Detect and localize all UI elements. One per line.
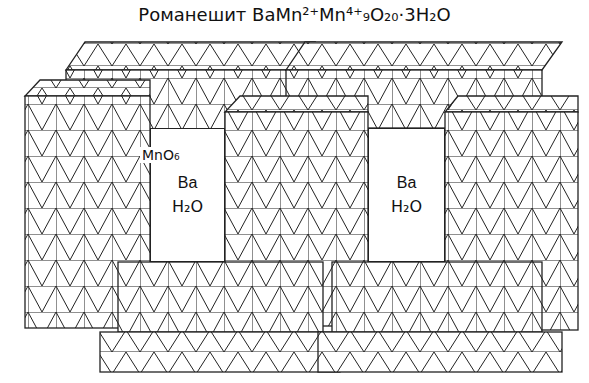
- tunnel-channel: BaH₂O: [368, 128, 445, 262]
- tunnel-content: H₂O: [391, 195, 422, 219]
- tunnel-content: Ba: [178, 171, 198, 195]
- diagram-title: Романешит BaMn²⁺Mn⁴⁺₉O₂₀·3H₂O: [0, 4, 589, 25]
- tunnel-content: H₂O: [172, 195, 203, 219]
- tunnel-content: Ba: [397, 171, 417, 195]
- polyhedron-label: MnO₆: [140, 147, 182, 163]
